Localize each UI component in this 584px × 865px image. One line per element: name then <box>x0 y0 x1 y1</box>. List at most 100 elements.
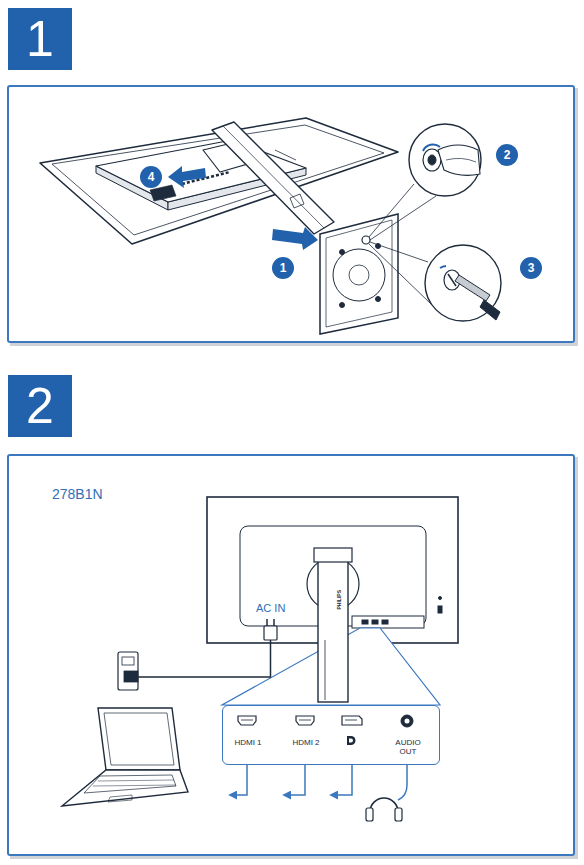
callout-number: 3 <box>528 262 535 274</box>
zoom-leader <box>370 242 428 262</box>
displayport-logo-inner <box>349 739 353 743</box>
port-label: HDMI 2 <box>286 738 326 747</box>
brand-logo: PHILIPS <box>337 590 343 609</box>
base-screw <box>362 236 370 244</box>
callout-badge: 2 <box>496 144 518 166</box>
connector-label: AC IN <box>256 602 285 614</box>
zoom-screwdriver <box>425 245 501 321</box>
hdmi-icon <box>296 716 314 725</box>
hdmi-pins <box>299 720 311 721</box>
monitor-bezel-inner <box>52 125 384 235</box>
displayport-logo <box>347 736 356 745</box>
port-label: HDMI 1 <box>228 738 268 747</box>
stand-rear <box>307 548 359 702</box>
housing-detail <box>275 150 296 160</box>
power-cord <box>138 640 271 677</box>
headband <box>370 798 398 812</box>
plug-prong <box>266 619 268 626</box>
stand-groove <box>325 640 326 700</box>
lock-dot <box>439 597 442 600</box>
direction-arrow <box>272 227 318 250</box>
port <box>362 620 368 624</box>
lock-slot <box>438 606 442 613</box>
zoom-leader <box>369 184 414 237</box>
callout-number: 4 <box>148 171 155 183</box>
direction-arrow <box>168 166 206 188</box>
outlet-plug <box>124 671 138 682</box>
port-label: AUDIO OUT <box>392 738 424 756</box>
panel-frame <box>8 455 574 855</box>
audio-jack-hole <box>405 719 410 724</box>
base-ring <box>333 249 385 301</box>
stand-neck <box>318 560 348 702</box>
callout-badge: 4 <box>140 166 162 188</box>
displayport-pins <box>345 720 357 721</box>
stand-cap <box>314 548 352 562</box>
port <box>382 620 388 624</box>
headphones <box>366 798 402 821</box>
port-icons <box>238 715 413 745</box>
power-cable <box>118 619 277 690</box>
zoom-circle <box>409 124 481 196</box>
port-panel: HDMI 1 HDMI 2 AUDIO OUT <box>222 705 440 765</box>
wall-outlet <box>118 652 138 690</box>
screw-slot <box>448 274 456 286</box>
displayport-icon <box>342 716 362 725</box>
section-tab: 1 <box>8 8 72 70</box>
model-name: 278B1N <box>52 487 103 502</box>
laptop-screen <box>98 708 180 770</box>
zoom-leader <box>369 244 431 304</box>
base-hole <box>340 250 345 255</box>
stand-neck <box>212 122 334 234</box>
laptop-base <box>62 770 188 806</box>
zoom-circle <box>425 245 501 321</box>
section-number: 1 <box>26 14 54 64</box>
base-ring <box>349 265 369 285</box>
outlet-socket <box>122 657 134 665</box>
stand-base <box>320 214 398 334</box>
laptop-touchpad <box>108 795 132 802</box>
hdmi-icon <box>238 716 256 725</box>
stand-neck-edge <box>223 126 324 228</box>
power-plug <box>264 626 277 640</box>
port-strip <box>352 616 424 628</box>
signal-arrow <box>230 765 247 795</box>
fingers <box>438 145 480 175</box>
signal-arrows <box>230 765 407 800</box>
monitor-face-down <box>40 118 398 244</box>
turn-arrow <box>423 145 440 151</box>
audio-jack <box>401 715 413 727</box>
ear-cup <box>366 808 373 821</box>
monitor-bezel <box>40 118 398 244</box>
hdmi-pins <box>241 720 253 721</box>
stand-slot <box>290 194 304 208</box>
ear-cup <box>395 808 402 821</box>
thumb-screw-core <box>428 155 436 165</box>
base-hole <box>340 303 345 308</box>
callout-badge: 3 <box>520 257 542 279</box>
zoom-leader <box>370 196 436 240</box>
panel-frame <box>8 86 574 342</box>
callout-badge: 1 <box>272 257 294 279</box>
laptop-keyboard <box>84 775 176 793</box>
signal-arrow <box>284 765 305 795</box>
laptop-display <box>104 713 174 765</box>
zoom-hand-screw <box>409 124 481 196</box>
plug-prong <box>273 619 275 626</box>
keyboard-row <box>93 785 176 786</box>
screwdriver-handle <box>480 300 500 320</box>
screwdriver-shaft <box>455 275 490 301</box>
finger-line <box>446 158 476 162</box>
section-tab: 2 <box>8 375 72 437</box>
base-plate <box>320 214 398 334</box>
laptop <box>62 708 188 806</box>
callout-number: 2 <box>504 149 511 161</box>
port <box>372 620 378 624</box>
turn-arrow <box>440 266 446 268</box>
section-number: 2 <box>26 381 54 431</box>
base-plate-inner <box>326 220 392 327</box>
callout-number: 1 <box>280 262 287 274</box>
audio-cable <box>398 765 407 800</box>
